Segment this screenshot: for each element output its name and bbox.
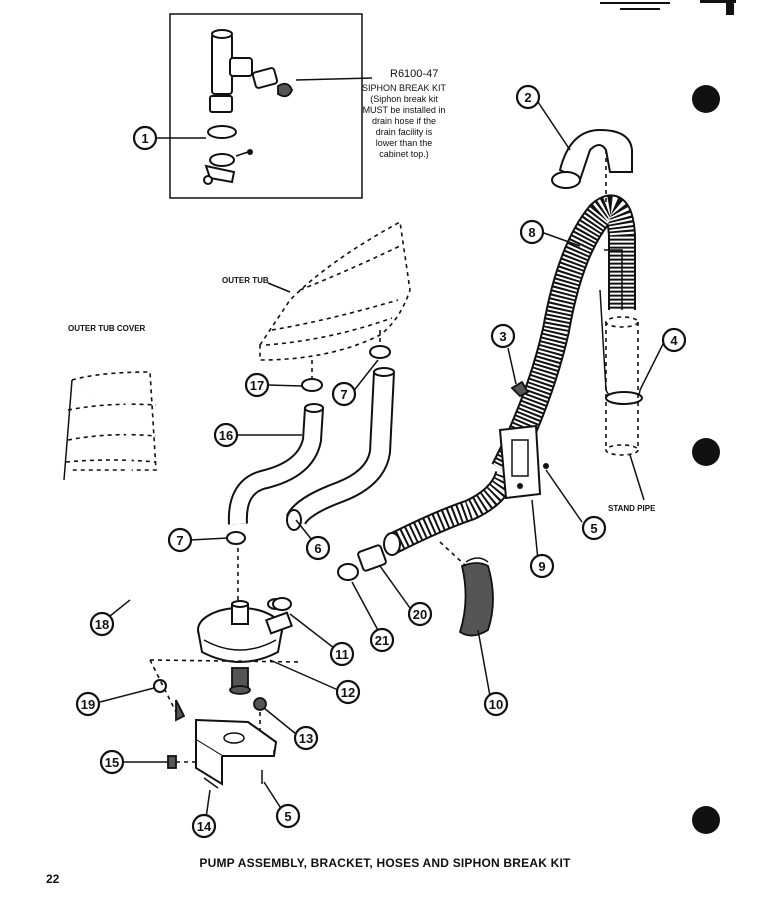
hose-end-2 [551, 128, 633, 210]
callout-6: 6 [305, 535, 331, 561]
callout-2: 2 [515, 84, 541, 110]
callout-9: 9 [529, 553, 555, 579]
screw-15 [150, 755, 196, 769]
hose-6 [285, 367, 395, 531]
svg-text:4: 4 [670, 333, 678, 348]
kit-note-line: drain hose if the [372, 116, 436, 126]
svg-text:14: 14 [197, 819, 212, 834]
callout-17: 17 [244, 372, 270, 398]
svg-text:8: 8 [528, 225, 535, 240]
drain-hose-8 [491, 194, 636, 477]
outer-tub-cover-outline [63, 371, 157, 481]
stand-pipe-outline [605, 316, 639, 456]
callout-15: 15 [99, 749, 125, 775]
tee-fitting [211, 29, 253, 95]
clamp-21 [337, 563, 359, 581]
svg-text:3: 3 [499, 329, 506, 344]
part-13 [253, 697, 267, 711]
clamp-7-lower [226, 531, 246, 545]
svg-text:11: 11 [335, 647, 349, 662]
svg-text:12: 12 [341, 685, 355, 700]
svg-text:5: 5 [284, 809, 291, 824]
callout-5-lower: 5 [275, 803, 301, 829]
clamp-17 [301, 378, 323, 392]
clamp-11 [272, 597, 292, 611]
callout-3: 3 [490, 323, 516, 349]
callout-16: 16 [213, 422, 239, 448]
svg-text:13: 13 [299, 731, 313, 746]
hose-16 [227, 403, 324, 525]
stand-pipe-label: STAND PIPE [608, 504, 656, 513]
svg-text:2: 2 [524, 90, 531, 105]
clamp-7-upper [369, 345, 391, 359]
callout-11: 11 [329, 641, 355, 667]
svg-text:10: 10 [489, 697, 503, 712]
kit-note: R6100-47 SIPHON BREAK KIT (Siphon break … [362, 68, 447, 159]
callout-7-upper: 7 [331, 381, 357, 407]
svg-text:19: 19 [81, 697, 95, 712]
pump-bracket-14 [195, 718, 278, 789]
coupling [209, 95, 233, 113]
scan-artifact [600, 0, 736, 15]
siphon-break-kit-box [169, 13, 373, 199]
overflow-tube [87, 388, 182, 714]
pump-assembly [197, 598, 294, 695]
callout-8: 8 [519, 219, 545, 245]
part-19 [149, 659, 301, 722]
callout-18: 18 [89, 611, 115, 637]
callout-21: 21 [369, 627, 395, 653]
kit-bracket [204, 164, 236, 184]
callout-7-lower: 7 [167, 527, 193, 553]
kit-note-line: drain facility is [376, 127, 433, 137]
coupling-20 [357, 544, 387, 572]
callout-20: 20 [407, 601, 433, 627]
svg-text:5: 5 [590, 521, 597, 536]
callout-1: 1 [132, 125, 158, 151]
kit-note-line: MUST be installed in [363, 105, 446, 115]
svg-text:21: 21 [375, 633, 389, 648]
drain-hose-lower [383, 470, 517, 556]
svg-text:1: 1 [141, 131, 148, 146]
outer-tub-outline [259, 220, 411, 361]
callouts: 1 2 8 3 4 5 9 10 17 7 16 7 6 20 21 11 12… [75, 84, 687, 839]
svg-text:15: 15 [105, 755, 119, 770]
hose-clamp [207, 125, 237, 139]
callout-13: 13 [293, 725, 319, 751]
callout-5-upper: 5 [581, 515, 607, 541]
svg-text:17: 17 [250, 378, 264, 393]
svg-text:7: 7 [176, 533, 183, 548]
kit-note-line: SIPHON BREAK KIT [362, 83, 447, 93]
outer-tub-cover-label: OUTER TUB COVER [68, 324, 146, 333]
svg-text:20: 20 [413, 607, 427, 622]
callout-12: 12 [335, 679, 361, 705]
binder-holes [692, 85, 720, 834]
hose-guide-10 [458, 557, 494, 637]
kit-note-line: (Siphon break kit [370, 94, 438, 104]
kit-part-number: R6100-47 [390, 68, 438, 80]
page-number: 22 [46, 872, 60, 886]
callout-14: 14 [191, 813, 217, 839]
callout-19: 19 [75, 691, 101, 717]
figure-caption: PUMP ASSEMBLY, BRACKET, HOSES AND SIPHON… [199, 856, 571, 870]
svg-text:6: 6 [314, 541, 321, 556]
kit-note-line: cabinet top.) [379, 149, 429, 159]
leader-lines [99, 98, 665, 819]
hose-clamp [209, 153, 235, 167]
callout-10: 10 [483, 691, 509, 717]
clip-3 [510, 380, 530, 398]
kit-note-line: lower than the [376, 138, 433, 148]
callout-4: 4 [661, 327, 687, 353]
svg-text:16: 16 [219, 428, 233, 443]
elbow-connector [251, 67, 293, 98]
outer-tub-label: OUTER TUB [222, 276, 269, 285]
svg-text:7: 7 [340, 387, 347, 402]
svg-text:9: 9 [538, 559, 545, 574]
hose-bracket-9 [498, 424, 549, 500]
svg-text:18: 18 [95, 617, 109, 632]
